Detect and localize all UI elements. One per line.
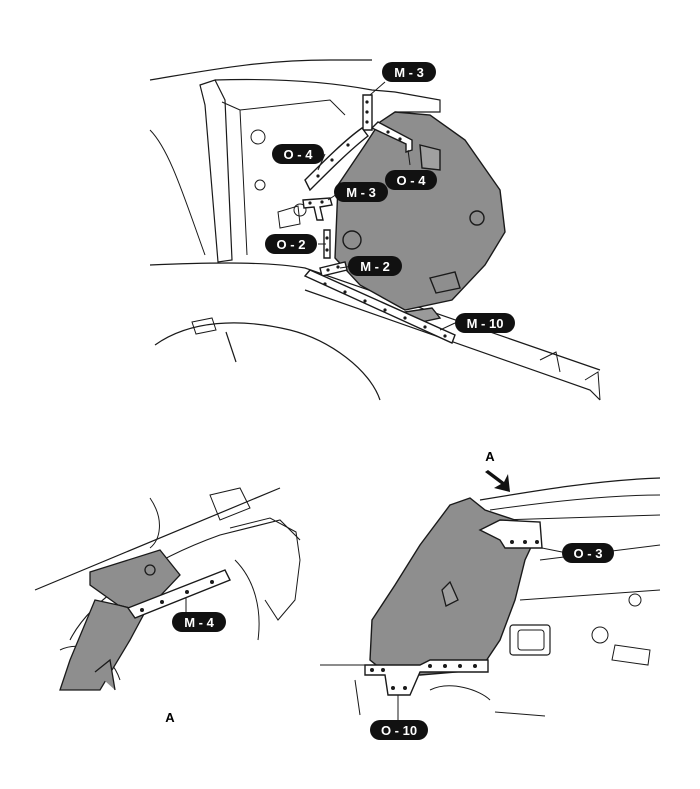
svg-text:M - 2: M - 2: [360, 259, 390, 274]
bottom-right-view: [320, 477, 661, 717]
label-m2: M - 2: [348, 256, 402, 276]
inner-frame: [239, 99, 346, 116]
rear-tip: [584, 371, 601, 401]
label-o2: O - 2: [265, 234, 317, 254]
br-panel: [369, 497, 541, 676]
label-o4-right: O - 4: [385, 170, 437, 190]
svg-text:M - 3: M - 3: [394, 65, 424, 80]
svg-text:M - 10: M - 10: [467, 316, 504, 331]
bottom-left-view: [34, 487, 301, 691]
panel-hole-1: [342, 230, 362, 250]
top-tapes: [302, 94, 456, 344]
svg-text:M - 4: M - 4: [184, 615, 214, 630]
wheel-arch: [154, 322, 381, 401]
tape-m2: [319, 261, 348, 277]
floor-line-2: [304, 289, 601, 401]
sill-line: [539, 351, 561, 373]
detail-circle-3: [293, 203, 307, 217]
tape-o10: [364, 659, 489, 696]
view-arrow-letter: A: [485, 449, 495, 464]
svg-text:O - 2: O - 2: [277, 237, 306, 252]
detail-circle-1: [250, 129, 266, 145]
tape-m4: [126, 569, 231, 619]
lower-bracket: [191, 317, 217, 335]
pillar-left: [199, 79, 233, 263]
panel-latch: [419, 144, 441, 171]
tape-m3-mid: [302, 197, 333, 221]
tape-m4-dots: [140, 580, 214, 612]
view-arrow: A: [485, 449, 510, 492]
tape-o4-right: [370, 121, 413, 153]
tape-o2: [323, 229, 331, 259]
bl-panel-long: [59, 599, 146, 691]
body-outline-top: [149, 59, 372, 81]
label-o3: O - 3: [562, 543, 614, 563]
floor-line: [149, 262, 601, 371]
svg-text:O - 3: O - 3: [574, 546, 603, 561]
br-tape-dots: [370, 540, 539, 690]
svg-text:M - 3: M - 3: [346, 185, 376, 200]
roof-rail: [214, 78, 441, 113]
tape-m10: [303, 269, 456, 344]
leaders-br: [397, 547, 563, 720]
tape-o4-left: [304, 127, 369, 192]
panel-bracket: [429, 271, 461, 294]
panel-hole-2: [469, 210, 485, 226]
detail-bracket: [277, 205, 301, 229]
label-m3-mid: M - 3: [334, 182, 388, 202]
label-m10: M - 10: [455, 313, 515, 333]
label-o4-left: O - 4: [272, 144, 324, 164]
svg-text:O - 4: O - 4: [397, 173, 427, 188]
svg-text:O - 10: O - 10: [381, 723, 417, 738]
view-caption: A: [165, 710, 175, 725]
label-m3-top: M - 3: [382, 62, 436, 82]
label-m4: M - 4: [172, 612, 226, 632]
side-panel-line: [149, 129, 206, 256]
arrow-icon: [485, 470, 510, 492]
svg-text:O - 4: O - 4: [284, 147, 314, 162]
top-view: [149, 59, 601, 401]
detail-circle-2: [254, 179, 266, 191]
lower-stem: [225, 331, 237, 363]
label-o10: O - 10: [370, 720, 428, 740]
